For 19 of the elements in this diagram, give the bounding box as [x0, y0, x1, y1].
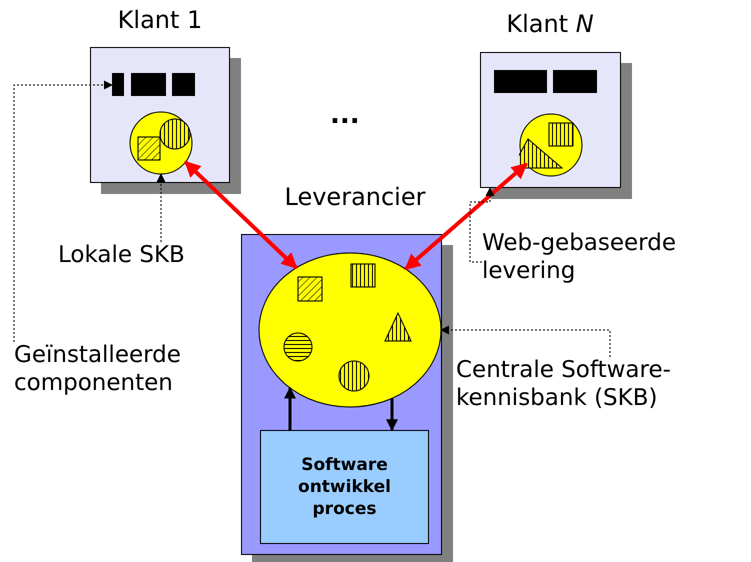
- leader-line: [14, 80, 113, 342]
- leader-line: [156, 173, 166, 242]
- ellipsis-text: ...: [330, 100, 360, 132]
- callout-text: Centrale Software-kennisbank (SKB): [456, 357, 672, 412]
- leader-line: [440, 326, 610, 358]
- heading: Klant 1: [116, 6, 204, 35]
- heading: Klant N: [505, 10, 595, 39]
- process-box: [260, 430, 429, 544]
- heading: Leverancier: [284, 183, 426, 212]
- arrow: [386, 398, 398, 432]
- arrow: [404, 162, 528, 271]
- arrow: [184, 160, 298, 270]
- callout-text: Lokale SKB: [58, 242, 186, 270]
- callout-text: Web-gebaseerde levering: [482, 230, 677, 286]
- process-label: Software ontwikkel proces: [297, 454, 392, 520]
- component-block: [112, 73, 124, 96]
- leader-line: [470, 187, 494, 262]
- callout-text: Geïnstalleerde componenten: [13, 342, 182, 398]
- arrow: [284, 386, 296, 430]
